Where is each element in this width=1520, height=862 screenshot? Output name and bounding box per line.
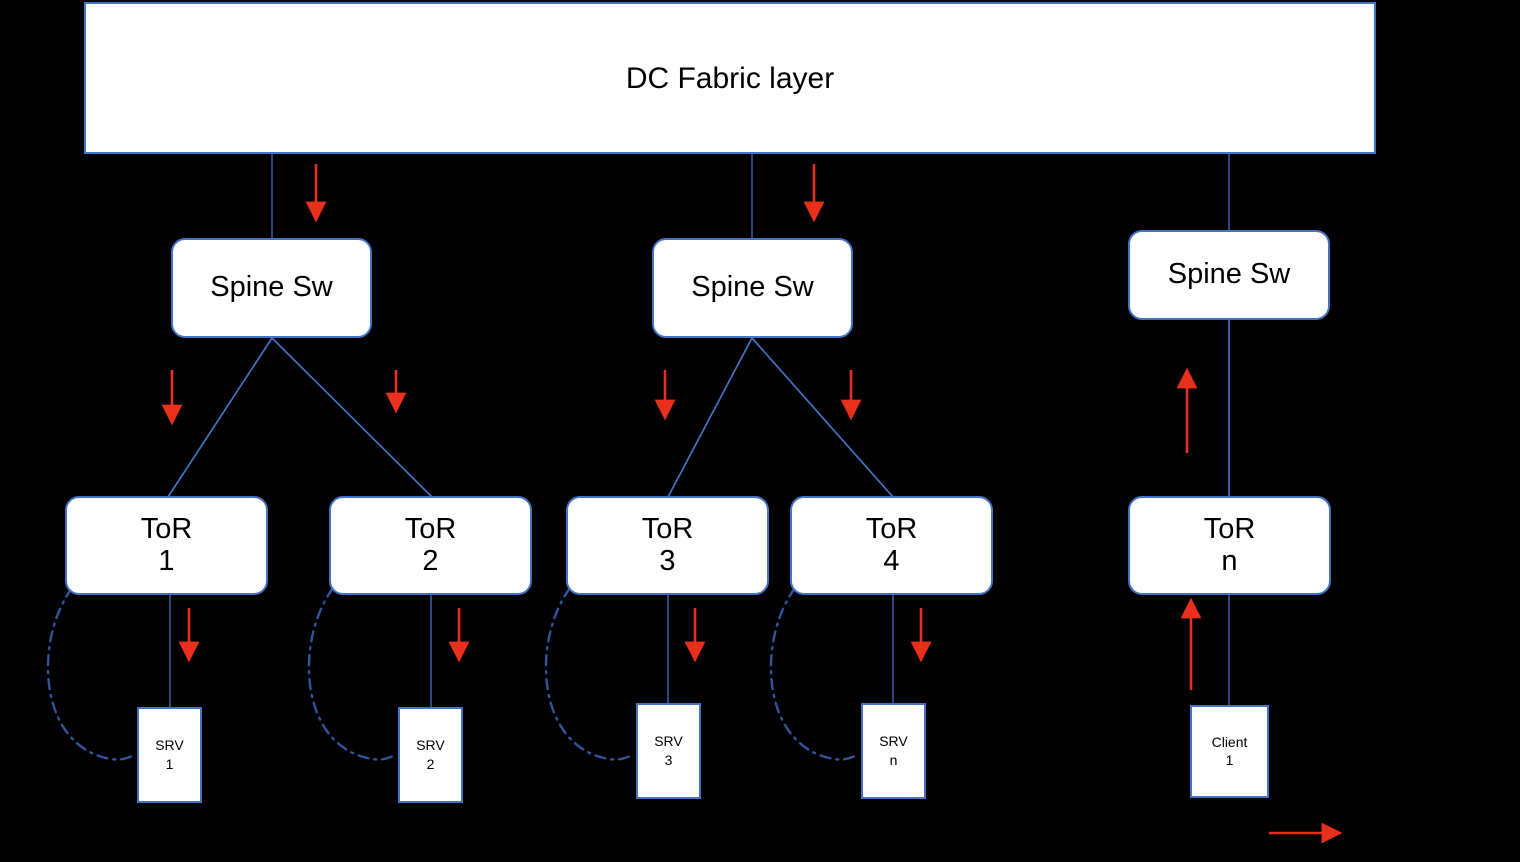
- client-1-index: 1: [1225, 752, 1234, 768]
- tor-switch-2-index: 2: [422, 544, 439, 577]
- server-2-box[interactable]: SRV 2: [398, 707, 463, 803]
- tor-switch-1-index: 1: [158, 544, 175, 577]
- spine-switch-2-label: Spine Sw: [691, 271, 814, 304]
- spine-switch-2-box[interactable]: Spine Sw: [652, 238, 853, 338]
- tor-switch-n-index: n: [1221, 544, 1238, 577]
- server-1-name: SRV: [155, 737, 184, 754]
- server-2-name: SRV: [416, 737, 445, 754]
- tor-switch-4-index: 4: [883, 544, 900, 577]
- tor-switch-2-box[interactable]: ToR 2: [329, 496, 532, 595]
- server-3-index: 3: [664, 751, 673, 768]
- link-spine1-tor2: [271, 337, 433, 498]
- tor-switch-n-box[interactable]: ToR n: [1128, 496, 1331, 595]
- spine-switch-3-label: Spine Sw: [1167, 258, 1291, 291]
- tor-switch-1-name: ToR: [140, 512, 193, 545]
- client-1-name: Client: [1211, 733, 1248, 750]
- spine-switch-3-box[interactable]: Spine Sw: [1128, 230, 1330, 320]
- spine-switch-1-label: Spine Sw: [210, 271, 333, 304]
- tor-switch-4-box[interactable]: ToR 4: [790, 496, 993, 595]
- tor-switch-1-box[interactable]: ToR 1: [65, 496, 268, 595]
- dc-fabric-layer-box[interactable]: DC Fabric layer: [84, 2, 1376, 154]
- tor-switch-4-name: ToR: [865, 512, 918, 545]
- fabric-to-spine-links: [271, 154, 1230, 240]
- tor-switch-3-box[interactable]: ToR 3: [566, 496, 769, 595]
- tor-switch-n-name: ToR: [1203, 512, 1256, 545]
- server-n-name: SRV: [879, 733, 908, 750]
- tor-switch-2-name: ToR: [404, 512, 457, 545]
- dc-fabric-layer-label: DC Fabric layer: [625, 61, 835, 95]
- spine1-to-tor-links: [167, 337, 433, 498]
- server-n-index: n: [889, 751, 898, 768]
- spine-switch-1-box[interactable]: Spine Sw: [171, 238, 372, 338]
- server-3-name: SRV: [654, 733, 683, 750]
- spine2-to-tor-links: [667, 337, 894, 498]
- server-2-index: 2: [426, 755, 435, 772]
- tor-switch-3-name: ToR: [641, 512, 694, 545]
- link-spine2-tor4: [751, 337, 894, 498]
- server-3-box[interactable]: SRV 3: [636, 703, 701, 799]
- link-spine2-tor3: [667, 337, 753, 498]
- client-1-box[interactable]: Client 1: [1190, 705, 1269, 798]
- server-n-box[interactable]: SRV n: [861, 703, 926, 799]
- loopback-tor1-srv1: [46, 586, 138, 761]
- link-spine1-tor1: [167, 337, 273, 498]
- tor-switch-3-index: 3: [659, 544, 676, 577]
- tor-to-server-links: [169, 595, 1230, 708]
- server-1-box[interactable]: SRV 1: [137, 707, 202, 803]
- loopback-tor2-srv2: [307, 586, 399, 761]
- server-1-index: 1: [165, 755, 174, 772]
- loopback-tor4-srvn: [769, 586, 861, 761]
- loopback-tor3-srv3: [544, 586, 636, 761]
